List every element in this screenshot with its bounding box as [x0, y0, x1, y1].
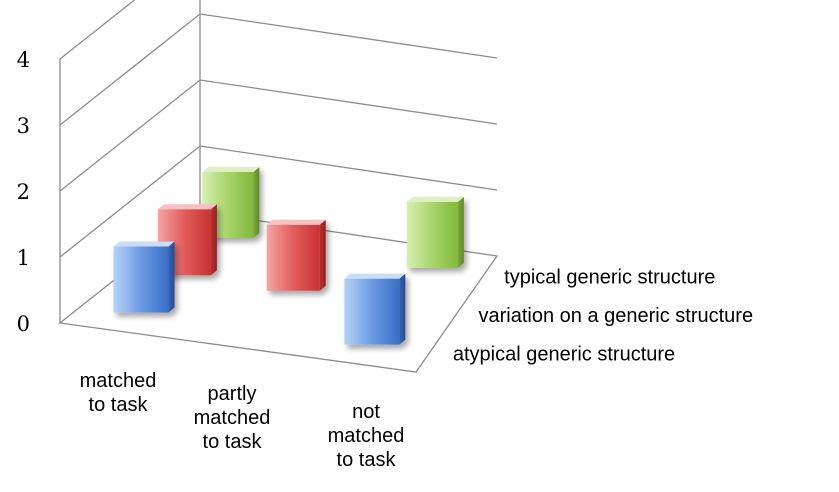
series-labels: typical generic structure variation on a …: [453, 266, 753, 365]
bar-side: [168, 241, 175, 313]
bar-front: [344, 278, 400, 345]
bar-top: [113, 241, 175, 247]
chart-frame: [58, 0, 499, 373]
bar: [344, 273, 406, 345]
gridline: [59, 79, 498, 192]
bar-top: [266, 219, 326, 225]
bar-side: [319, 219, 326, 291]
y-tick-label: 4: [17, 48, 30, 72]
bar-side: [399, 273, 406, 345]
gridline: [59, 13, 498, 126]
y-tick-label: 0: [17, 312, 30, 336]
bar-front: [266, 224, 320, 291]
bar-top: [157, 204, 217, 210]
y-tick-label: 2: [17, 180, 30, 204]
series-label: variation on a generic structure: [479, 305, 754, 327]
bar: [266, 219, 326, 291]
y-axis-ticks: 0 1 2 3 4: [17, 48, 30, 336]
bar-front: [113, 246, 169, 313]
bar-top: [406, 196, 464, 202]
y-tick-label: 1: [17, 246, 30, 270]
bar-top: [344, 273, 406, 279]
series-label: atypical generic structure: [453, 344, 675, 366]
bar: [406, 196, 464, 268]
bar-side: [210, 204, 217, 276]
bar-side: [457, 196, 464, 268]
bars: [113, 166, 464, 345]
gridline: [59, 0, 136, 60]
series-label: typical generic structure: [504, 266, 715, 288]
bar: [113, 241, 175, 313]
y-tick-label: 3: [17, 114, 30, 138]
bar-side: [253, 166, 260, 238]
bar-front: [406, 201, 458, 268]
bar-top: [202, 166, 260, 172]
